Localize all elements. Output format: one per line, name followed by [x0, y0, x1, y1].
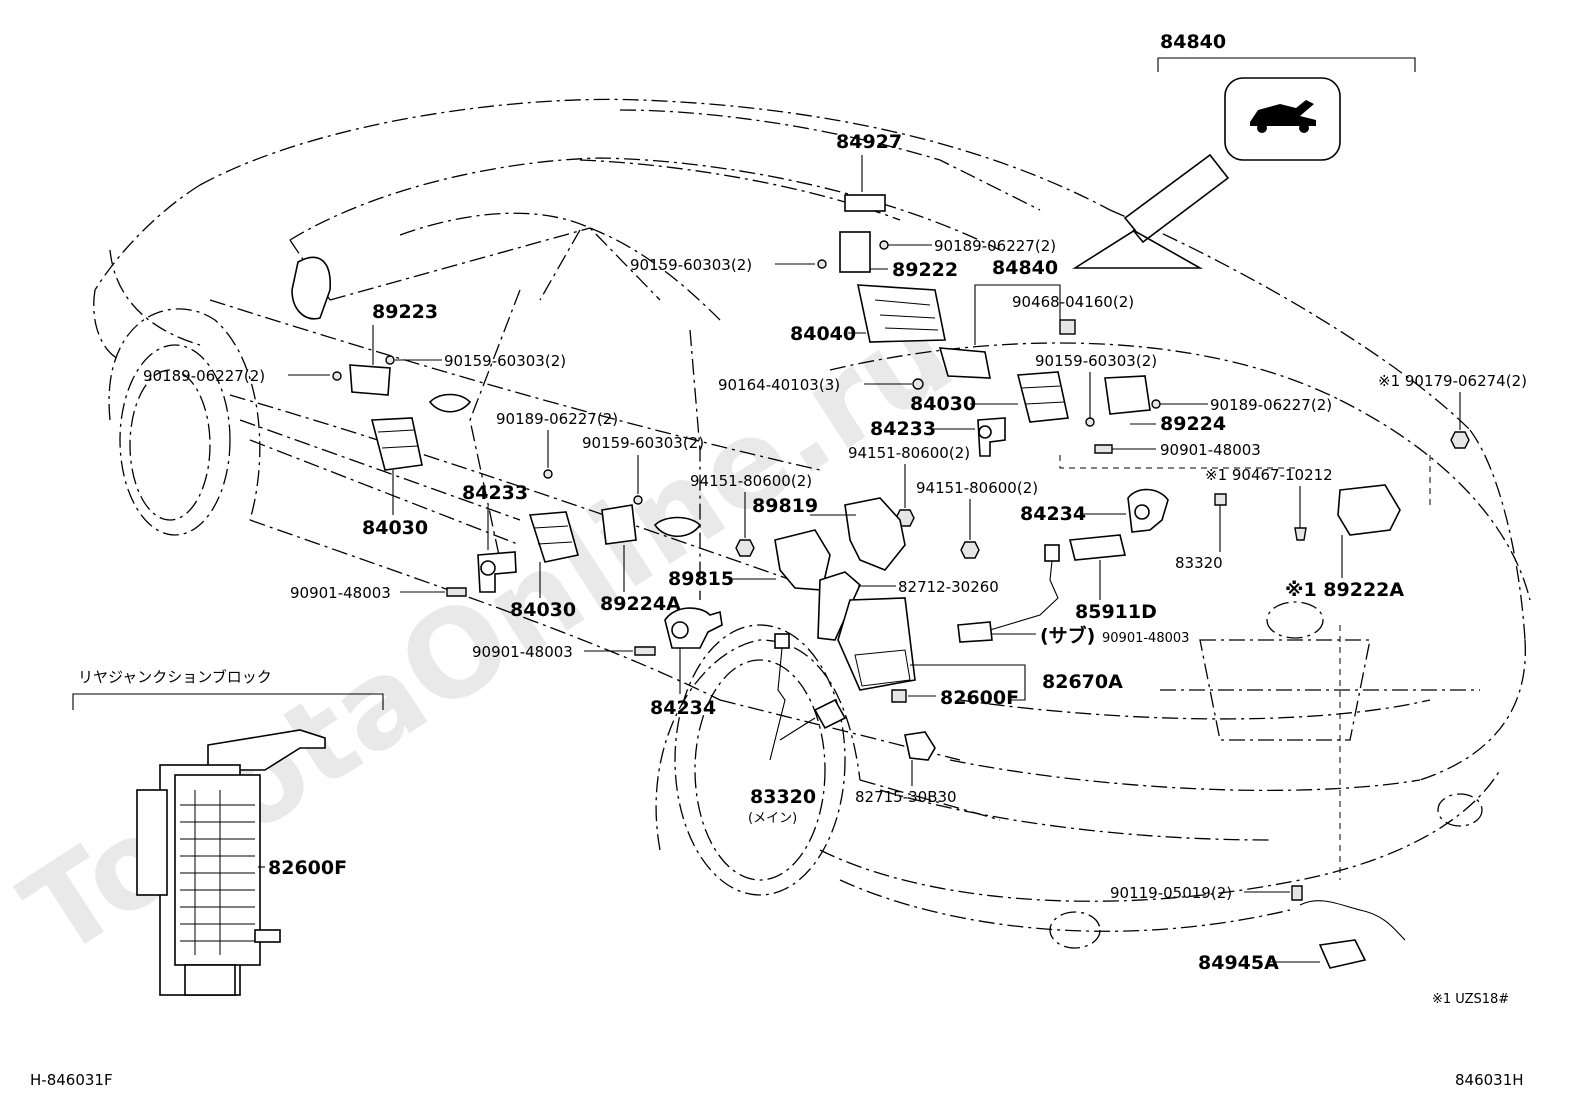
- part-84030-trunk: [1016, 371, 1069, 423]
- footer-left: H-846031F: [30, 1071, 113, 1089]
- callout-90901-48003-b: 90901-48003: [472, 643, 573, 661]
- part-89223: [349, 364, 391, 396]
- callout-90164-40103: 90164-40103(3): [718, 376, 840, 394]
- footnote: ※1 UZS18#: [1432, 992, 1509, 1007]
- callout-84233-b: 84233: [462, 482, 528, 504]
- callout-84234-b: 84234: [650, 697, 716, 719]
- callout-83320-main: 83320: [750, 786, 816, 808]
- bracket-84840: [1157, 57, 1416, 72]
- callout-82600f-b: 82600F: [268, 857, 347, 879]
- part-89224a: [601, 504, 637, 545]
- callout-89819: 89819: [752, 495, 818, 517]
- callout-84030-c: 84030: [362, 517, 428, 539]
- part-84030-front: [370, 417, 423, 471]
- callout-89222a: ※1 89222A: [1285, 579, 1404, 601]
- part-84040: [857, 284, 946, 343]
- callout-94151-80600-a: 94151-80600(2): [690, 472, 812, 490]
- trunk-open-car-icon: [1250, 100, 1316, 133]
- callout-90901-48003-d: 83320: [1175, 554, 1223, 572]
- callout-82712-30260: 82712-30260: [898, 578, 999, 596]
- callout-90159-60303-b: 90159-60303(2): [444, 352, 566, 370]
- side-mirror: [291, 256, 331, 320]
- footer-right: 846031H: [1455, 1071, 1524, 1089]
- callout-84234-a: 84234: [1020, 503, 1086, 525]
- callout-90467-10212: ※1 90467-10212: [1205, 466, 1333, 484]
- inset-title: リヤジャンクションブロック: [78, 668, 272, 686]
- callout-89222: 89222: [892, 259, 958, 281]
- inset-bracket: [72, 693, 384, 710]
- callout-90189-06227-c: 90189-06227(2): [496, 410, 618, 428]
- callout-90119-05019: 90119-05019(2): [1110, 884, 1232, 902]
- car-body-outline: [93, 98, 1531, 949]
- clip-90468: [1059, 319, 1076, 335]
- callout-84030-b: 84030: [510, 599, 576, 621]
- callout-84945a: 84945A: [1198, 952, 1279, 974]
- door-handle-front: [428, 393, 472, 413]
- part-84927: [844, 194, 886, 212]
- callout-90159-60303-c: 90159-60303(2): [582, 434, 704, 452]
- callout-84233-a: 84233: [870, 418, 936, 440]
- callout-83320-sub-note: 90901-48003: [1102, 631, 1189, 646]
- callout-94151-80600-c: 94151-80600(2): [916, 479, 1038, 497]
- callout-89223: 89223: [372, 301, 438, 323]
- callout-82670a: 82670A: [1042, 671, 1123, 693]
- part-82670a: [837, 597, 916, 691]
- callout-84030-a: 84030: [910, 393, 976, 415]
- part-83320-main: [813, 698, 847, 730]
- callout-83320-main-note: (メイン): [748, 811, 797, 826]
- callout-89815: 89815: [668, 568, 734, 590]
- callout-90159-60303-a: 90159-60303(2): [630, 256, 752, 274]
- callout-90159-60303-d: 90159-60303(2): [1035, 352, 1157, 370]
- part-83320-sub: [957, 621, 993, 643]
- callout-83320-sub: (サブ): [1040, 624, 1095, 647]
- trunk-location-arrow: [1072, 153, 1230, 269]
- callout-90179-06274: ※1 90179-06274(2): [1378, 372, 1527, 390]
- callout-89224: 89224: [1160, 413, 1226, 435]
- callout-90189-06227-b: 90189-06227(2): [143, 367, 265, 385]
- callout-84927: 84927: [836, 131, 902, 153]
- callout-85911d: 85911D: [1075, 601, 1157, 623]
- door-handle-rear: [653, 516, 702, 538]
- callout-82600f-a: 82600F: [940, 687, 1019, 709]
- part-82715-30b30: [904, 731, 936, 761]
- callout-94151-80600-b: 94151-80600(2): [848, 444, 970, 462]
- callout-90189-06227-d: 90189-06227(2): [1210, 396, 1332, 414]
- part-89224: [1104, 375, 1151, 415]
- callout-89224a: 89224A: [600, 593, 681, 615]
- part-89222: [839, 231, 871, 273]
- part-89819: [844, 497, 906, 571]
- callout-84840-top: 84840: [1160, 31, 1226, 53]
- part-84030-rear: [528, 511, 579, 563]
- callout-90468-04160: 90468-04160(2): [1012, 293, 1134, 311]
- part-84945a: [1318, 939, 1367, 969]
- callout-90901-48003-a: 90901-48003: [1160, 441, 1261, 459]
- part-85911d: [1068, 534, 1127, 561]
- part-89222a: [1337, 484, 1401, 536]
- callout-90189-06227-a: 90189-06227(2): [934, 237, 1056, 255]
- part-84840-switch: [938, 347, 991, 379]
- callout-82715-30b30: 82715-30B30: [855, 788, 957, 806]
- rear-junction-block: [136, 729, 326, 996]
- callout-90901-48003-c: 90901-48003: [290, 584, 391, 602]
- callout-84840-mid: 84840: [992, 257, 1058, 279]
- callout-84040: 84040: [790, 323, 856, 345]
